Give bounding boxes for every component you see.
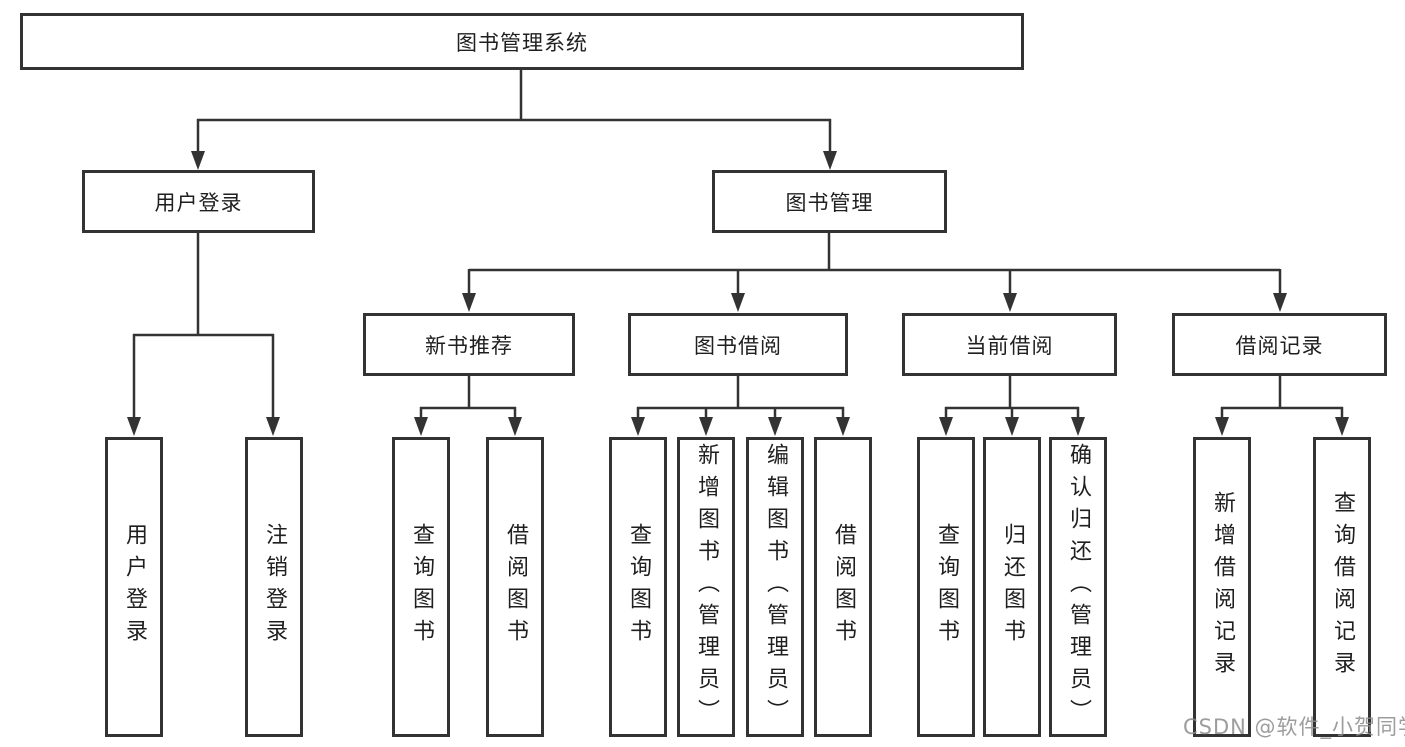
leaf-edit-books-admin: 编辑图书（管理员） <box>746 437 804 737</box>
arrowheads <box>127 151 1349 436</box>
leaf-borrow-books-recommend-label: 借阅图书 <box>503 523 528 651</box>
node-new-book-recommendation: 新书推荐 <box>363 313 575 376</box>
leaf-borrow-books-label: 借阅图书 <box>831 523 856 651</box>
leaf-confirm-return-admin-label: 确认归还（管理员） <box>1066 443 1091 731</box>
node-user-login: 用户登录 <box>82 170 315 233</box>
leaf-add-borrow-record: 新增借阅记录 <box>1193 437 1251 737</box>
leaf-add-books-admin: 新增图书（管理员） <box>677 437 735 737</box>
leaf-borrow-books: 借阅图书 <box>814 437 872 737</box>
leaf-query-books-current-label: 查询图书 <box>934 523 959 651</box>
leaf-query-books-current: 查询图书 <box>917 437 975 737</box>
node-current-borrowing: 当前借阅 <box>902 313 1117 376</box>
leaf-confirm-return-admin: 确认归还（管理员） <box>1049 437 1107 737</box>
leaf-borrow-books-recommend: 借阅图书 <box>486 437 544 737</box>
leaf-query-books-borrow: 查询图书 <box>609 437 667 737</box>
leaf-edit-books-admin-label: 编辑图书（管理员） <box>763 443 788 731</box>
leaf-query-borrow-record: 查询借阅记录 <box>1313 437 1371 737</box>
leaf-query-borrow-record-label: 查询借阅记录 <box>1330 491 1355 683</box>
leaf-query-books-recommend-label: 查询图书 <box>409 523 434 651</box>
csdn-watermark: CSDN @软件_小贺同学 <box>1183 715 1405 739</box>
node-library-system: 图书管理系统 <box>20 13 1024 70</box>
leaf-add-borrow-record-label: 新增借阅记录 <box>1210 491 1235 683</box>
node-book-borrowing: 图书借阅 <box>628 313 848 376</box>
node-book-management: 图书管理 <box>712 170 947 233</box>
leaf-return-books-label: 归还图书 <box>1000 523 1025 651</box>
leaf-logout-label: 注销登录 <box>262 523 287 651</box>
leaf-add-books-admin-label: 新增图书（管理员） <box>694 443 719 731</box>
leaf-user-login: 用户登录 <box>105 437 163 737</box>
leaf-query-books-recommend: 查询图书 <box>392 437 450 737</box>
leaf-query-books-borrow-label: 查询图书 <box>626 523 651 651</box>
leaf-user-login-label: 用户登录 <box>122 523 147 651</box>
leaf-logout: 注销登录 <box>245 437 303 737</box>
leaf-return-books: 归还图书 <box>983 437 1041 737</box>
node-borrowing-records: 借阅记录 <box>1172 313 1387 376</box>
